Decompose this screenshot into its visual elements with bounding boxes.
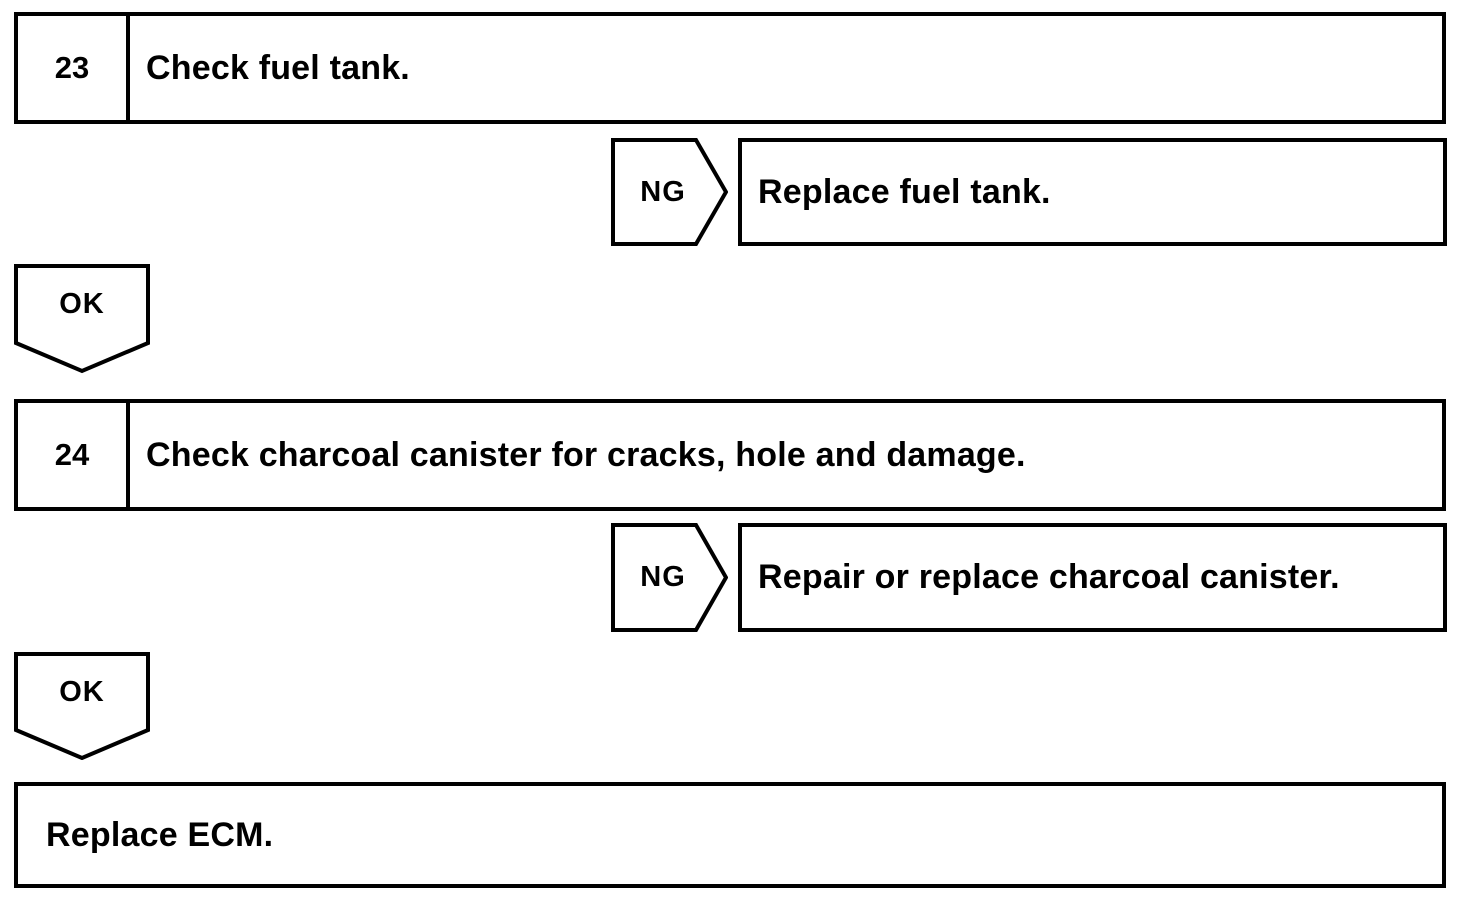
step-box-24: 24 Check charcoal canister for cracks, h… bbox=[14, 399, 1446, 511]
step-instruction: Check charcoal canister for cracks, hole… bbox=[146, 435, 1026, 474]
ng-action-text: Repair or replace charcoal canister. bbox=[758, 558, 1340, 596]
ok-label: OK bbox=[59, 287, 105, 320]
ng-connector: NG bbox=[611, 523, 728, 632]
final-action-text: Replace ECM. bbox=[46, 815, 274, 854]
ng-label: NG bbox=[640, 561, 686, 593]
ng-connector: NG bbox=[611, 138, 728, 246]
step-number: 24 bbox=[18, 403, 130, 507]
ok-connector: OK bbox=[14, 264, 150, 374]
ng-action-box: Repair or replace charcoal canister. bbox=[738, 523, 1447, 632]
ok-label: OK bbox=[59, 675, 105, 708]
ok-down-arrow-icon bbox=[14, 264, 150, 374]
ng-label: NG bbox=[640, 175, 686, 208]
ng-action-text: Replace fuel tank. bbox=[758, 172, 1051, 211]
ng-pentagon-arrow-icon bbox=[611, 138, 728, 246]
final-action-box: Replace ECM. bbox=[14, 782, 1446, 888]
step-number: 23 bbox=[18, 16, 130, 120]
ng-pentagon-arrow-icon bbox=[611, 523, 728, 632]
ng-action-box: Replace fuel tank. bbox=[738, 138, 1447, 246]
ok-down-arrow-icon bbox=[14, 652, 150, 760]
ok-connector: OK bbox=[14, 652, 150, 760]
step-box-23: 23 Check fuel tank. bbox=[14, 12, 1446, 124]
step-instruction: Check fuel tank. bbox=[146, 48, 410, 87]
